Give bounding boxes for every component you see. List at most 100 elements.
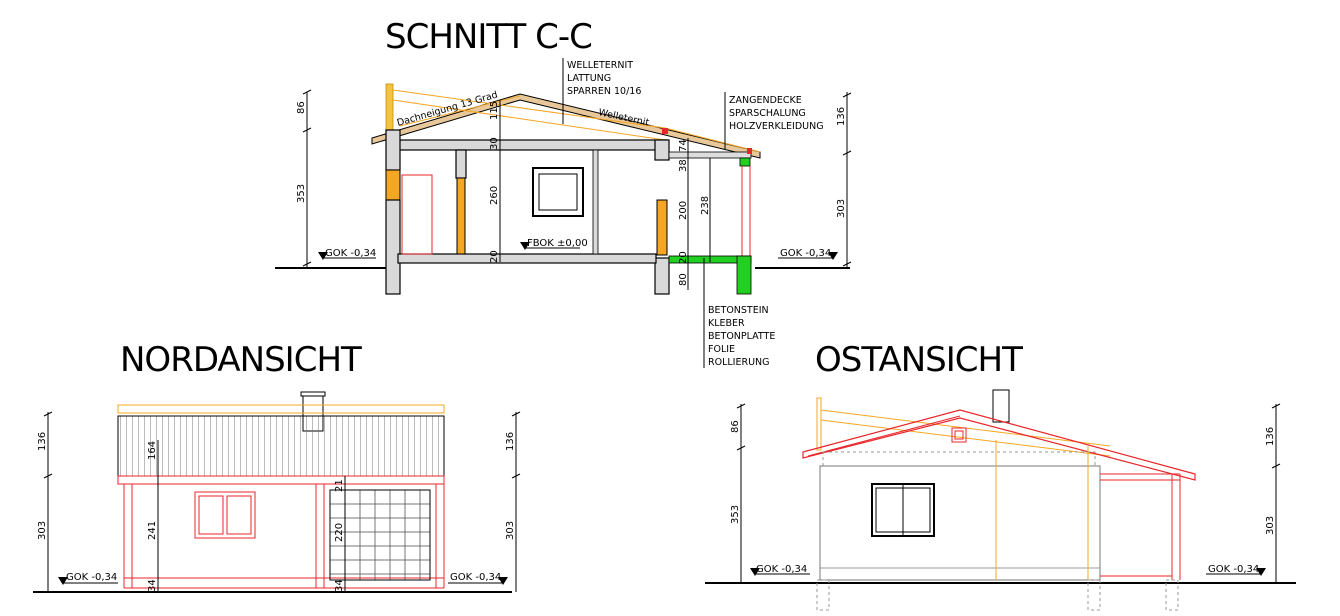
roof-note-2: LATTUNG (567, 73, 611, 84)
interior-wall (455, 149, 467, 179)
roof-outline (802, 409, 1196, 481)
dim-label: 38 (678, 159, 689, 172)
door-outline (401, 174, 433, 255)
dim-label: 303 (505, 521, 516, 540)
exterior-wall-left-door (385, 169, 401, 201)
dim-label: 303 (37, 521, 48, 540)
dim-label: 241 (147, 521, 158, 540)
chimney-pipe (816, 397, 822, 451)
gok-left: GOK -0,34 (66, 572, 117, 583)
window-pane (198, 495, 224, 535)
north-elevation: 136 303 136 303 164 241 34 21 220 34 GOK… (33, 391, 521, 593)
dim-label: 30 (489, 137, 500, 150)
level-marker (828, 252, 838, 260)
gok-right: GOK -0,34 (780, 248, 831, 259)
roof-edge (117, 404, 445, 414)
dim-label: 238 (700, 196, 711, 215)
roof-note-3: SPARREN 10/16 (567, 86, 641, 97)
interior-door (456, 177, 466, 255)
exterior-wall-right-top (654, 139, 670, 161)
dim-tick (842, 261, 852, 267)
chimney (992, 389, 1010, 423)
exterior-wall-left-bottom (385, 199, 401, 295)
dim-label: 86 (296, 101, 307, 114)
dim-tick (736, 445, 746, 451)
level-marker (498, 577, 508, 585)
dim-tick (511, 473, 521, 479)
window-pane (875, 487, 931, 533)
exterior-wall-left-top (385, 129, 401, 171)
floor-note-5: ROLLIERUNG (708, 357, 770, 368)
dim-label: 260 (489, 186, 500, 205)
floor-slab (397, 253, 657, 264)
level-marker (750, 568, 760, 576)
east-elevation-title: OSTANSICHT (815, 340, 1023, 380)
dim-label: 164 (147, 441, 158, 460)
dim-label: 74 (678, 139, 689, 152)
dim-tick (302, 261, 312, 267)
dim-label: 136 (836, 107, 847, 126)
dim-label: 136 (1265, 427, 1276, 446)
dim-tick (511, 411, 521, 417)
dim-tick (1271, 463, 1281, 469)
level-marker (318, 252, 328, 260)
chimney-cap (300, 391, 326, 397)
east-elevation: 86 353 136 303 GOK -0,34 GOK -0,34 (705, 389, 1296, 611)
rafter-line (664, 127, 761, 153)
porch-beam (739, 157, 751, 167)
dim-tick (842, 92, 852, 98)
window-pane (226, 495, 252, 535)
level-marker (58, 577, 68, 585)
roof-line (807, 415, 961, 457)
gable-vent-inner (954, 430, 964, 440)
foundation (1165, 579, 1179, 611)
floor-note-1: BETONSTEIN (708, 305, 769, 316)
dim-tick (1271, 403, 1281, 409)
house-wall (819, 465, 1101, 581)
window (194, 491, 256, 539)
dim-label: 20 (678, 251, 689, 264)
dim-label: 86 (730, 420, 741, 433)
dim-tick (302, 127, 312, 133)
floor-note-2: KLEBER (708, 318, 745, 329)
gok-right: GOK -0,34 (1208, 564, 1259, 575)
dim-tick (43, 411, 53, 417)
dim-label: 200 (678, 201, 689, 220)
dim-tick (302, 89, 312, 95)
gok-left: GOK -0,34 (325, 248, 376, 259)
roof-connector (747, 148, 752, 154)
foundation (1087, 579, 1101, 611)
dim-label: 21 (334, 479, 345, 492)
floor-note-4: FOLIE (708, 344, 735, 355)
dim-label: 34 (334, 579, 345, 592)
eave-hidden (822, 451, 1096, 467)
dim-label: 34 (147, 579, 158, 592)
interior-wall (592, 149, 599, 255)
gok-right: GOK -0,34 (450, 572, 501, 583)
floor-note-3: BETONPLATTE (708, 331, 775, 342)
porch-note-2: SPARSCHALUNG (729, 108, 806, 119)
dim-tick (842, 150, 852, 156)
dim-label: 303 (1265, 516, 1276, 535)
dim-label: 80 (678, 273, 689, 286)
roof-surface (117, 415, 445, 477)
roof-connector (662, 128, 668, 134)
exterior-wall-right-door (656, 199, 668, 256)
floor-level: FBOK ±0,00 (527, 238, 588, 249)
section-title: SCHNITT C-C (385, 17, 592, 57)
level-marker (520, 242, 530, 250)
dim-label: 353 (296, 184, 307, 203)
dim-tick (736, 403, 746, 409)
exterior-wall-right-bottom (654, 257, 670, 295)
window (532, 167, 584, 217)
gok-left: GOK -0,34 (756, 564, 807, 575)
dim-label: 136 (37, 432, 48, 451)
dim-tick (43, 473, 53, 479)
section-drawing: Dachneigung 13 Grad Welleternit WELLETER… (275, 58, 852, 368)
window-pane (538, 173, 578, 211)
north-elevation-title: NORDANSICHT (120, 340, 362, 380)
roof-note-1: WELLETERNIT (567, 60, 633, 71)
chimney (385, 83, 394, 135)
porch-note-1: ZANGENDECKE (729, 95, 802, 106)
